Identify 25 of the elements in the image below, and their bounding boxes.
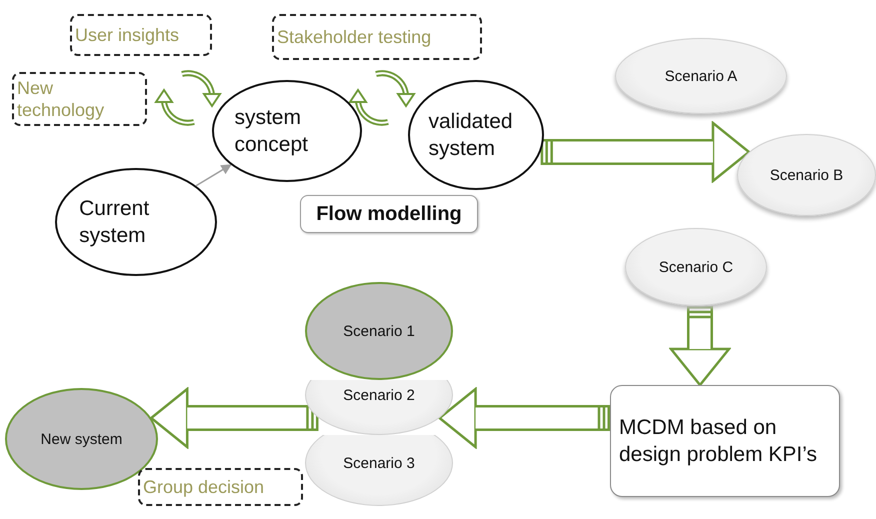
scenario-ellipse bbox=[305, 380, 453, 435]
node-label: system concept bbox=[234, 104, 309, 158]
node-label: New technology bbox=[17, 76, 106, 122]
dashed-box bbox=[70, 14, 212, 56]
node-label: User insights bbox=[75, 24, 180, 46]
node-label: MCDM based on design problem KPI’s bbox=[619, 414, 818, 468]
node-label: Stakeholder testing bbox=[277, 26, 432, 48]
node-label: New system bbox=[40, 430, 122, 448]
node-label: Scenario 3 bbox=[343, 454, 415, 472]
dashed-box bbox=[138, 468, 303, 506]
node-label: Scenario B bbox=[770, 166, 844, 184]
node-label: Scenario C bbox=[658, 258, 734, 276]
node-label: Scenario A bbox=[664, 68, 738, 84]
arrow bbox=[196, 164, 232, 186]
node-label: Group decision bbox=[143, 476, 264, 498]
rounded-box bbox=[610, 385, 840, 497]
node-label: Flow modelling bbox=[316, 202, 462, 226]
dashed-box bbox=[272, 14, 482, 60]
dashed-box bbox=[12, 72, 147, 126]
node-label: Scenario 2 bbox=[343, 386, 415, 404]
node-label: validated system bbox=[428, 108, 514, 162]
rounded-box bbox=[300, 195, 478, 233]
scenario-ellipse bbox=[737, 134, 876, 216]
node-label: Current system bbox=[79, 196, 150, 249]
node-label: Scenario 1 bbox=[343, 322, 415, 340]
